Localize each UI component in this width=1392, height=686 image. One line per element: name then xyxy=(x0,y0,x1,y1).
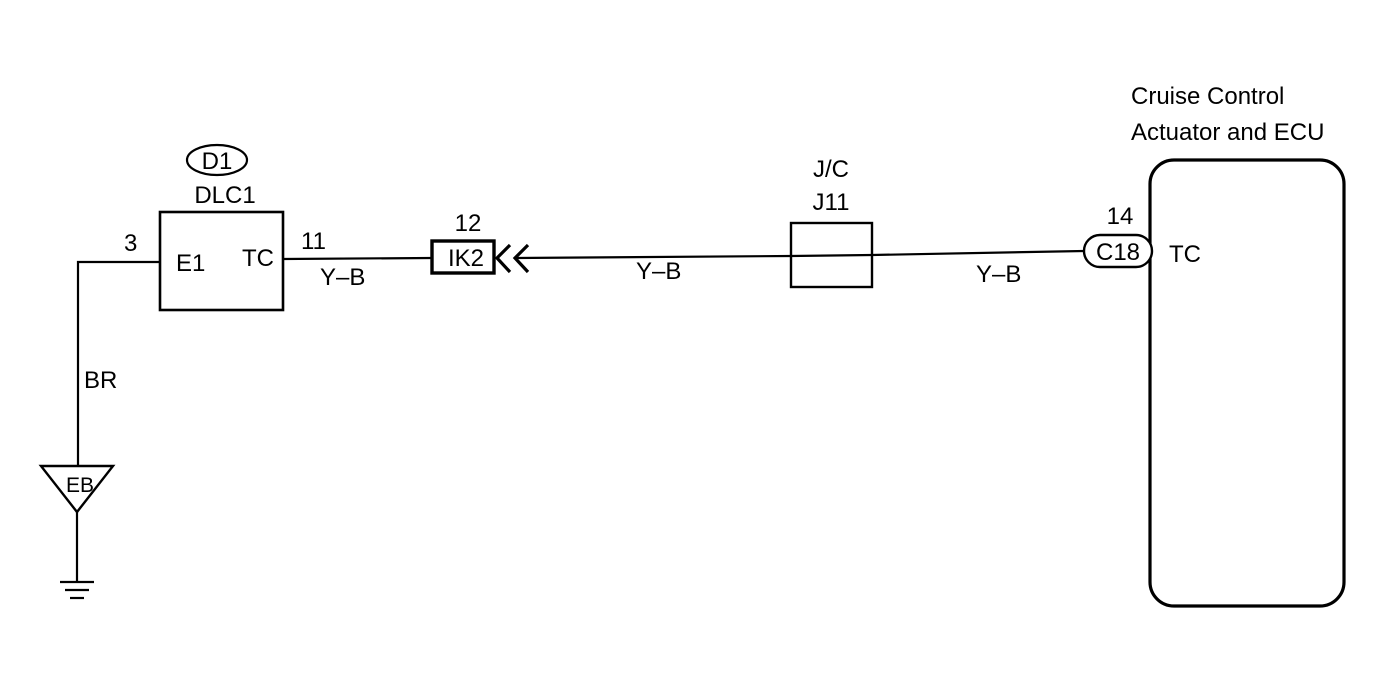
wire-jc-to-ecu xyxy=(871,249,1085,257)
ground-wire xyxy=(76,260,160,466)
ecu-connector-code: C18 xyxy=(1096,239,1140,266)
jc-code: J11 xyxy=(813,189,850,216)
wire-jc-to-ecu-color: Y–B xyxy=(976,261,1021,288)
wire-dlc-to-ik2 xyxy=(282,256,433,261)
dlc-pin-e1-label: E1 xyxy=(176,250,205,277)
dlc-pin-tc-label: TC xyxy=(242,245,274,272)
dlc1-connector: D1 DLC1 E1 TC xyxy=(158,143,285,312)
ik2-label: IK2 xyxy=(448,245,484,272)
cruise-control-ecu: Cruise Control Actuator and ECU 14 C18 T… xyxy=(1082,83,1346,608)
ecu-pin-tc-label: TC xyxy=(1169,241,1201,268)
junction-connector-j11: J/C J11 xyxy=(789,156,874,289)
dlc-name: DLC1 xyxy=(194,182,255,209)
ground-icon xyxy=(60,580,94,600)
ecu-title-line2: Actuator and ECU xyxy=(1131,119,1324,146)
dlc-pin-tc-number: 11 xyxy=(301,228,326,255)
dlc-connector-code-ellipse xyxy=(185,143,249,177)
ik2-chevron-icon xyxy=(494,243,512,274)
ecu-connector-code-pill xyxy=(1082,233,1154,269)
pin-e1-number: 3 xyxy=(124,230,137,257)
ecu-body xyxy=(1148,158,1346,608)
ik2-connector: 12 IK2 xyxy=(430,210,530,275)
wire-dlc-to-ik2-color: Y–B xyxy=(320,264,365,291)
ecu-title-line1: Cruise Control xyxy=(1131,83,1284,110)
jc-label: J/C xyxy=(813,156,849,183)
ik2-body xyxy=(430,239,496,275)
ground-branch: 3 BR EB xyxy=(38,230,160,600)
ik2-chevron-icon-2 xyxy=(512,243,530,274)
dlc-connector-code: D1 xyxy=(202,148,233,175)
dlc-body xyxy=(158,210,285,312)
ik2-pin-number: 12 xyxy=(455,210,482,237)
ground-wire-color-label: BR xyxy=(84,367,117,394)
ground-point-triangle xyxy=(38,464,116,514)
ground-point-label: EB xyxy=(66,474,94,497)
wire-ik2-to-jc xyxy=(515,254,792,260)
ecu-pin-number: 14 xyxy=(1107,203,1134,230)
wire-ik2-to-jc-color: Y–B xyxy=(636,258,681,285)
jc-through-line xyxy=(790,253,873,258)
